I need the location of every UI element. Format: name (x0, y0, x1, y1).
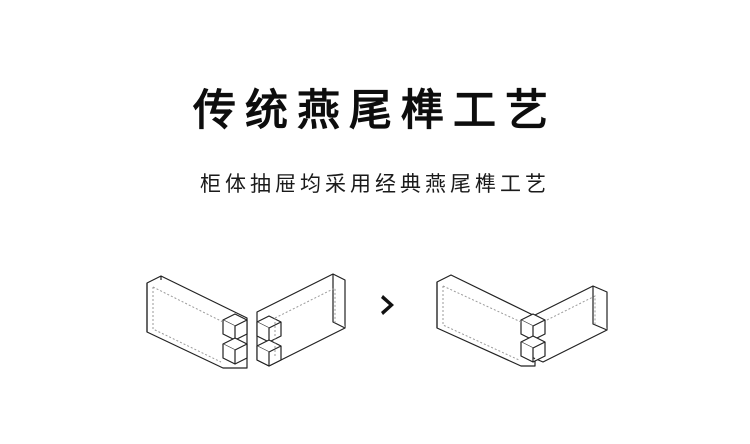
dovetail-joint-separated-icon (146, 273, 346, 369)
page-title: 传统燕尾榫工艺 (193, 86, 557, 136)
chevron-right-icon (381, 295, 394, 315)
page-subtitle: 柜体抽屉均采用经典燕尾榫工艺 (200, 172, 550, 196)
dovetail-illustration (0, 250, 750, 390)
dovetail-joint-assembled-icon (436, 274, 608, 367)
